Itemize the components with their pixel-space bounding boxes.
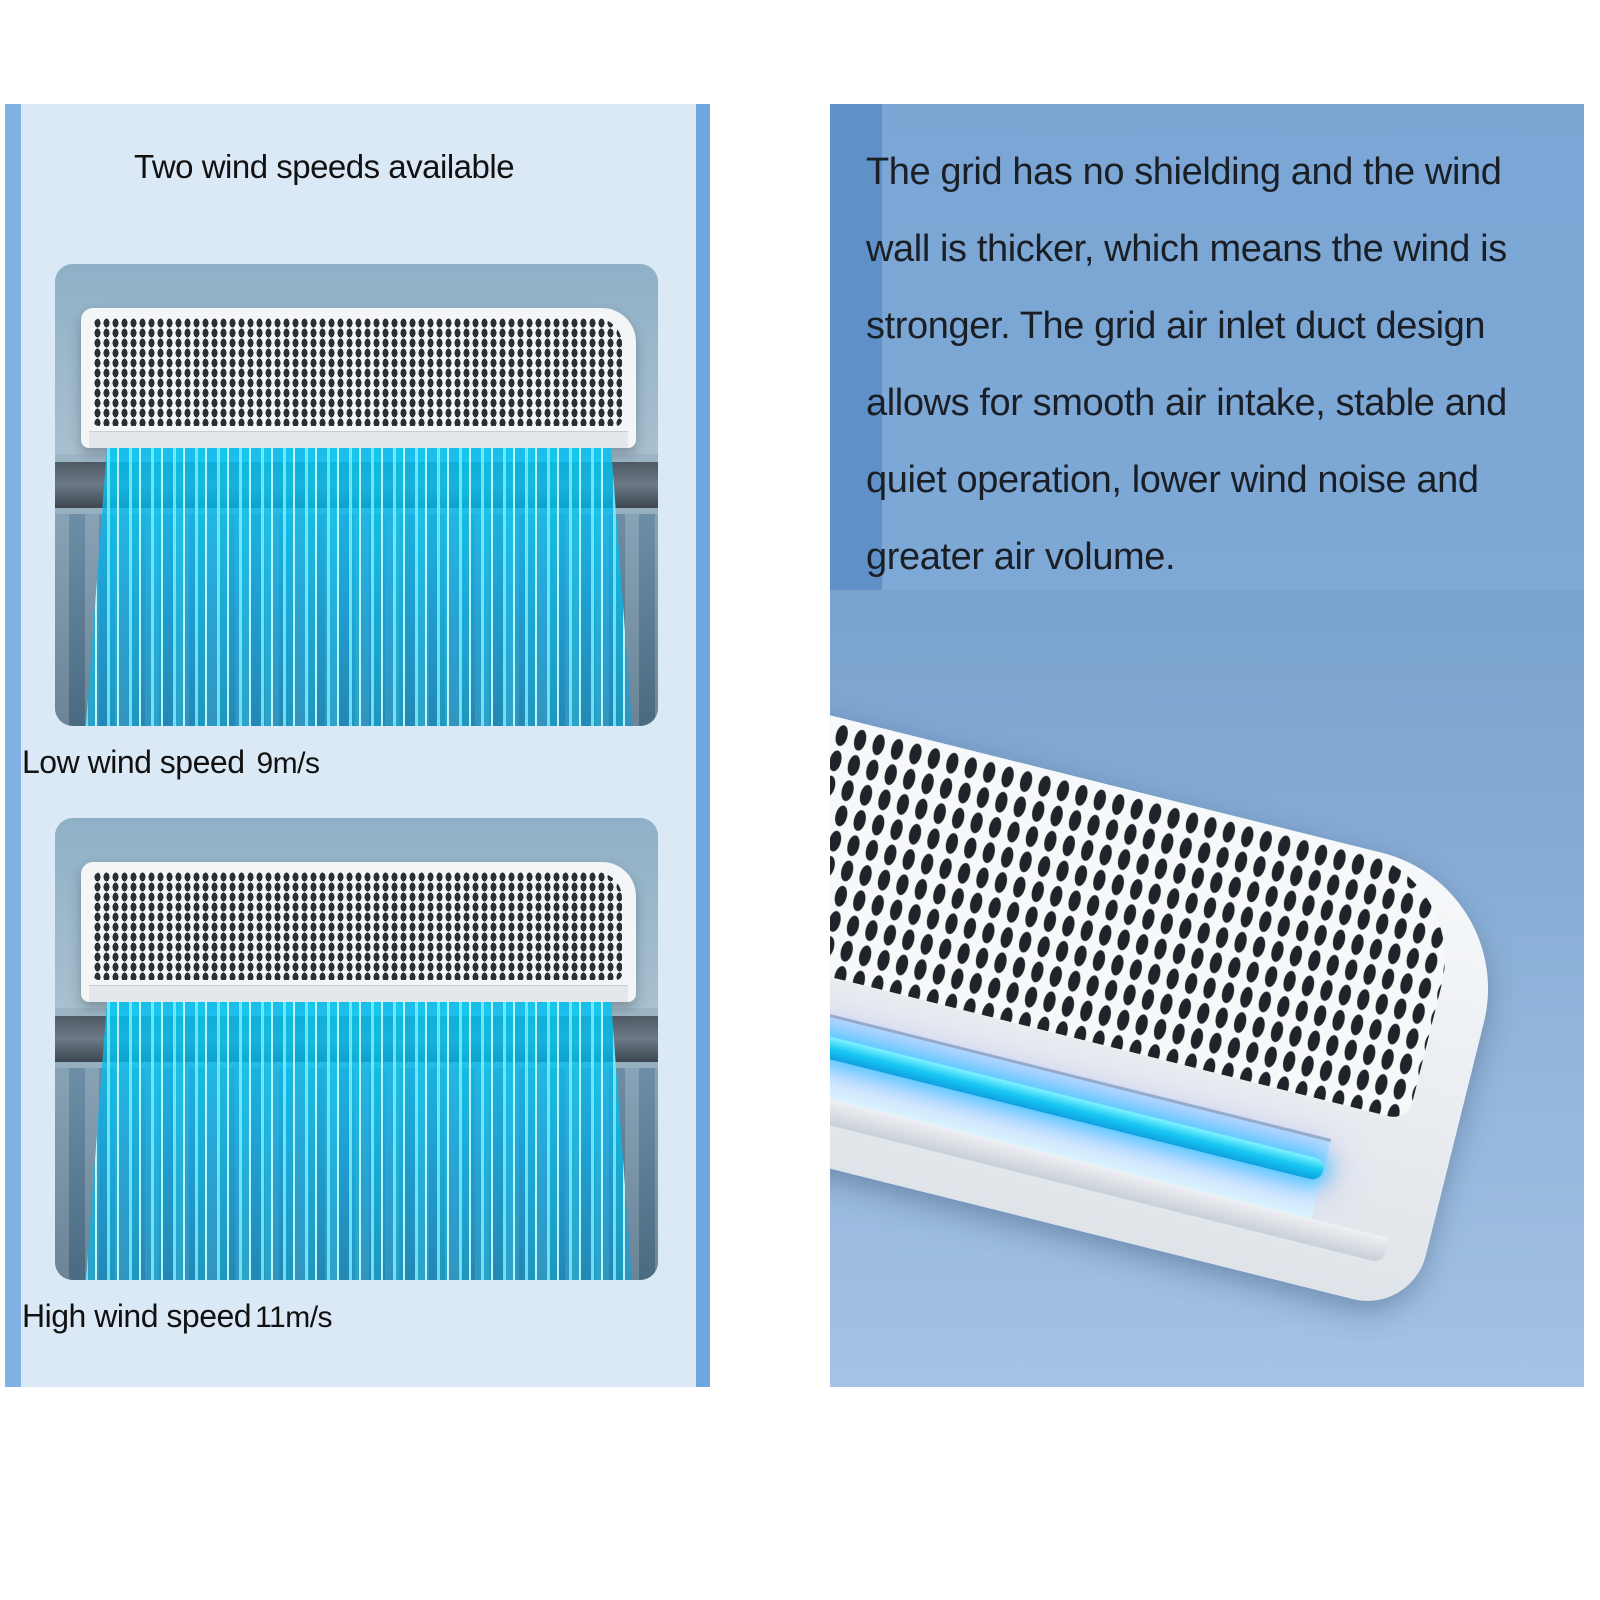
unit-base bbox=[89, 985, 628, 1002]
airflow-stream bbox=[85, 1002, 633, 1280]
high-speed-photo bbox=[55, 818, 658, 1280]
high-speed-value: 11m/s bbox=[255, 1301, 333, 1334]
wind-speeds-title: Two wind speeds available bbox=[134, 148, 515, 185]
unit-grille bbox=[93, 318, 622, 426]
high-speed-text: High wind speed bbox=[22, 1298, 252, 1334]
low-speed-value: 9m/s bbox=[256, 747, 320, 780]
unit-base bbox=[89, 431, 628, 448]
low-speed-label: Low wind speed 9m/s bbox=[22, 744, 320, 781]
low-speed-photo bbox=[55, 264, 658, 726]
air-curtain-closeup bbox=[830, 664, 1584, 1367]
airflow-stream bbox=[85, 448, 633, 726]
unit-grille bbox=[93, 872, 622, 980]
accent-strip bbox=[830, 104, 882, 590]
air-curtain-unit bbox=[81, 862, 636, 1002]
text-backdrop bbox=[882, 104, 1584, 590]
left-edge-stripe bbox=[5, 104, 21, 1387]
right-edge-stripe bbox=[696, 104, 710, 1387]
grid-description: The grid has no shielding and the wind w… bbox=[866, 151, 1507, 578]
right-panel: The grid has no shielding and the wind w… bbox=[830, 104, 1584, 1387]
air-curtain-unit bbox=[81, 308, 636, 448]
low-speed-text: Low wind speed bbox=[22, 744, 245, 780]
